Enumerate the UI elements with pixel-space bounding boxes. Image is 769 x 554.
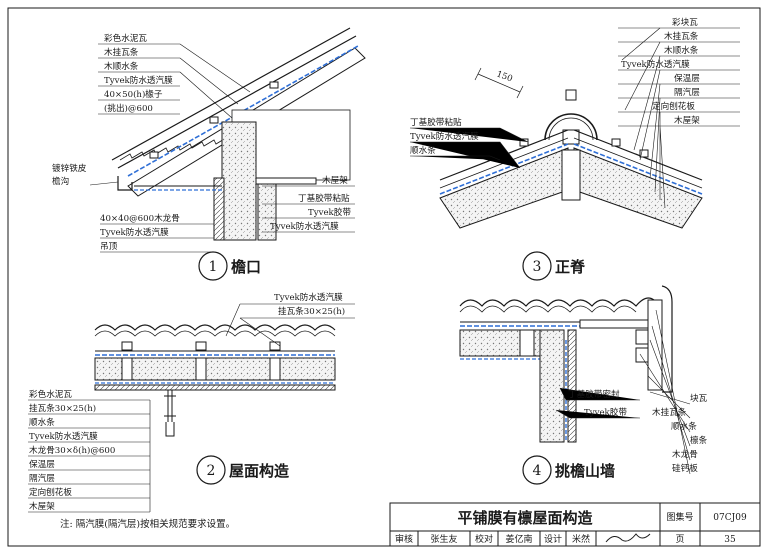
d1-label: 吊顶	[100, 241, 118, 252]
batten	[209, 116, 219, 124]
d1-label: 木顺水条	[104, 60, 139, 72]
d2-label: 定向刨花板	[29, 486, 72, 498]
designer-name: 米然	[572, 533, 590, 545]
d3-label: Tyvek防水透汽膜	[410, 130, 479, 142]
drawing-title: 平铺膜有檩屋面构造	[457, 509, 592, 527]
d3-label: 木挂瓦条	[664, 30, 699, 42]
design-label: 设计	[544, 533, 562, 545]
d3-label: 木顺水条	[664, 44, 699, 56]
signature	[605, 533, 651, 543]
d1-gutter-label: 檐沟	[52, 175, 69, 187]
membrane-line	[127, 45, 359, 177]
ridge-tile	[544, 113, 598, 141]
d1-label: 40×50(h)椽子	[104, 88, 163, 100]
gutter	[117, 176, 133, 191]
page-label: 页	[675, 534, 684, 545]
insulation-layer	[459, 329, 551, 357]
detail-number-circle	[522, 251, 552, 281]
d1-gutter-label: 镀锌铁皮	[52, 162, 87, 174]
d4-label: 木挂瓦条	[652, 406, 687, 418]
check-label: 校对	[475, 533, 493, 545]
atlas-number: 07CJ09	[713, 513, 747, 523]
membrane-line	[439, 143, 569, 195]
d4-label: Tyvek胶带	[584, 406, 627, 418]
d2-label: 顺水条	[29, 416, 55, 428]
d2-label: Tyvek防水透汽膜	[274, 291, 343, 303]
detail-title: 檐口	[231, 258, 261, 276]
d1-label: (挑出)@600	[104, 102, 153, 114]
d3-label: 保温层	[674, 72, 700, 84]
tile-profile	[94, 324, 336, 331]
d1-label: Tyvek防水透汽膜	[104, 74, 173, 86]
d1-label: Tyvek胶带	[308, 206, 351, 218]
page-number: 35	[724, 535, 736, 545]
d1-label: 彩色水泥瓦	[104, 32, 147, 44]
detail-3-ridge	[410, 27, 740, 229]
d4-label: 木龙骨	[672, 448, 698, 460]
d4-label: 块瓦	[690, 392, 708, 404]
checker-name: 姜亿南	[505, 533, 532, 545]
d4-label: 顺水条	[671, 420, 697, 432]
d1-label: Tyvek防水透汽膜	[100, 226, 169, 238]
detail-number-circle	[198, 251, 228, 281]
d2-label: 挂瓦条30×25(h)	[278, 305, 345, 317]
d3-label: 顺水条	[410, 144, 436, 156]
wall-insulation	[221, 121, 257, 241]
general-note: 注: 隔汽膜(隔汽层)按相关规范要求设置。	[60, 518, 235, 530]
d4-label: 檩条	[690, 434, 708, 446]
sheet-border	[7, 7, 761, 547]
detail-title: 屋面构造	[229, 462, 289, 480]
d2-label: Tyvek防水透汽膜	[29, 430, 98, 442]
d2-label: 挂瓦条30×25(h)	[29, 402, 96, 414]
d3-label: 木屋架	[674, 114, 700, 126]
d2-label: 隔汽层	[29, 472, 55, 484]
tile-profile	[459, 297, 655, 307]
d1-label: 木屋架	[322, 174, 348, 186]
detail-2-roof-build-up	[28, 303, 355, 513]
detail-4-labels: 丁基胶带密封 Tyvek胶带 块瓦 木挂瓦条 顺水条 檩条 木龙骨 硅钙板 4 …	[522, 388, 708, 485]
d4-label: 丁基胶带密封	[568, 388, 620, 400]
d2-label: 彩色水泥瓦	[29, 388, 72, 400]
atlas-number-label: 图集号	[666, 511, 693, 523]
title-block: 平铺膜有檩屋面构造 图集号 07CJ09 页 35 审核 张生友 校对 姜亿南 …	[389, 502, 761, 547]
detail-number: 4	[533, 463, 542, 479]
d3-label: 丁基胶带粘贴	[410, 116, 462, 128]
review-label: 审核	[395, 533, 413, 545]
tile-line	[111, 27, 357, 169]
d3-label: 定向刨花板	[652, 100, 695, 112]
d2-label: 木龙骨30×δ(h)@600	[29, 444, 115, 456]
batten	[269, 81, 279, 89]
detail-title: 正脊	[555, 258, 586, 276]
d3-label: Tyvek防水透汽膜	[621, 58, 690, 70]
d4-label: 硅钙板	[672, 462, 698, 474]
d3-label: 彩块瓦	[672, 16, 698, 28]
d1-label: 丁基胶带粘贴	[298, 192, 350, 204]
d2-label: 木屋架	[29, 500, 55, 512]
detail-number: 3	[533, 259, 542, 275]
d1-label: Tyvek防水透汽膜	[270, 220, 339, 232]
detail-4-gable-overhang	[459, 285, 691, 475]
batten	[149, 151, 159, 159]
detail-number-circle	[522, 455, 552, 485]
detail-title: 挑檐山墙	[555, 462, 615, 480]
detail-1-eave	[89, 27, 366, 253]
wall-insulation	[539, 329, 565, 443]
detail-2-labels: Tyvek防水透汽膜 挂瓦条30×25(h) 彩色水泥瓦 挂瓦条30×25(h)…	[29, 291, 345, 512]
detail-1-labels: 彩色水泥瓦 木挂瓦条 木顺水条 Tyvek防水透汽膜 40×50(h)椽子 (挑…	[52, 32, 351, 281]
d3-label: 隔汽层	[674, 86, 700, 98]
dimension-line	[477, 73, 521, 93]
detail-number: 2	[207, 463, 216, 479]
detail-number: 1	[209, 259, 218, 275]
d2-label: 保温层	[29, 458, 55, 470]
reviewer-name: 张生友	[430, 533, 457, 545]
detail-number-circle	[196, 455, 226, 485]
d1-label: 木挂瓦条	[104, 46, 139, 58]
detail-3-labels: 150 丁基胶带粘贴 Tyvek防水透汽膜 顺水条 彩块瓦 木挂瓦条 木顺水条 …	[410, 16, 700, 281]
d1-label: 40×40@600木龙骨	[100, 212, 180, 224]
